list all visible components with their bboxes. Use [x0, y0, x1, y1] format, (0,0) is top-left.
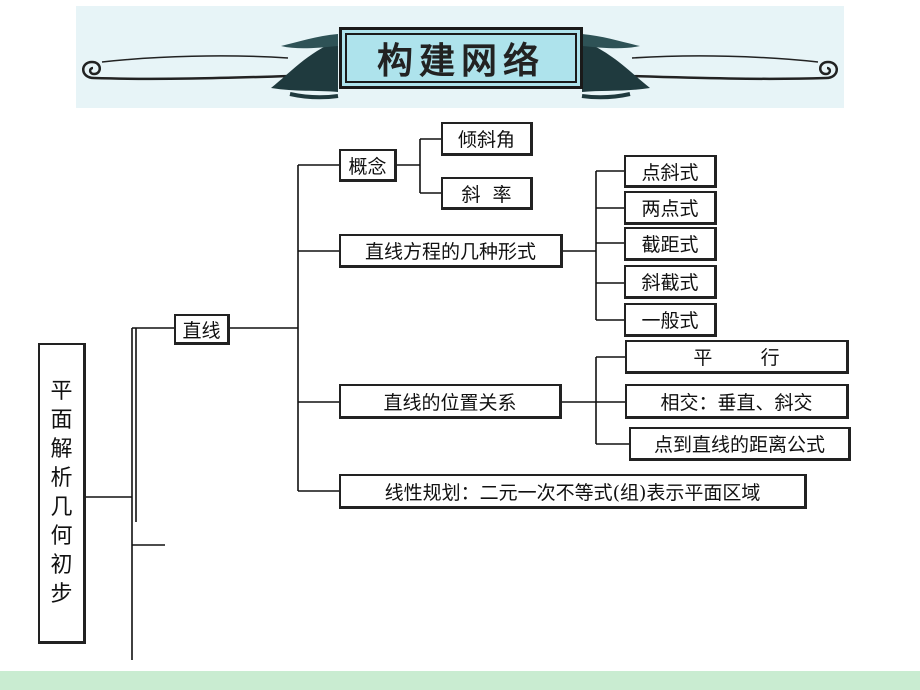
- title-banner: [76, 6, 844, 108]
- node-xiejie: 斜截式: [624, 265, 717, 299]
- banner-ornament: [82, 34, 838, 100]
- node-zhixian: 直线: [174, 314, 230, 345]
- node-fangcheng: 直线方程的几种形式: [339, 234, 563, 268]
- root-char: 解: [50, 437, 73, 462]
- node-gainian: 概念: [339, 149, 397, 182]
- root-char: 平: [50, 379, 73, 404]
- page-title: 构建网络: [376, 41, 545, 82]
- node-juli: 点到直线的距离公式: [629, 427, 851, 461]
- node-qingxiejiao: 倾斜角: [441, 122, 533, 156]
- root-char: 析: [50, 466, 73, 491]
- title-box: 构建网络: [339, 27, 583, 89]
- node-dianxie: 点斜式: [624, 155, 717, 188]
- node-liangdian: 两点式: [624, 191, 717, 225]
- root-char: 初: [50, 553, 73, 578]
- root-char: 面: [50, 408, 73, 433]
- root-char: 几: [50, 495, 73, 520]
- node-jieju: 截距式: [624, 227, 717, 261]
- node-pingxing: 平 行: [625, 340, 849, 374]
- node-weizhi: 直线的位置关系: [339, 384, 562, 419]
- root-char: 步: [50, 582, 73, 607]
- node-yiban: 一般式: [624, 303, 717, 337]
- footer-bar: [0, 671, 920, 690]
- node-xianxing: 线性规划：二元一次不等式(组)表示平面区域: [339, 474, 807, 509]
- node-xielv: 斜 率: [441, 177, 533, 210]
- root-node: 平 面 解 析 几 何 初 步: [38, 343, 86, 644]
- root-char: 何: [50, 524, 73, 549]
- node-xiangjiao: 相交：垂直、斜交: [625, 384, 849, 419]
